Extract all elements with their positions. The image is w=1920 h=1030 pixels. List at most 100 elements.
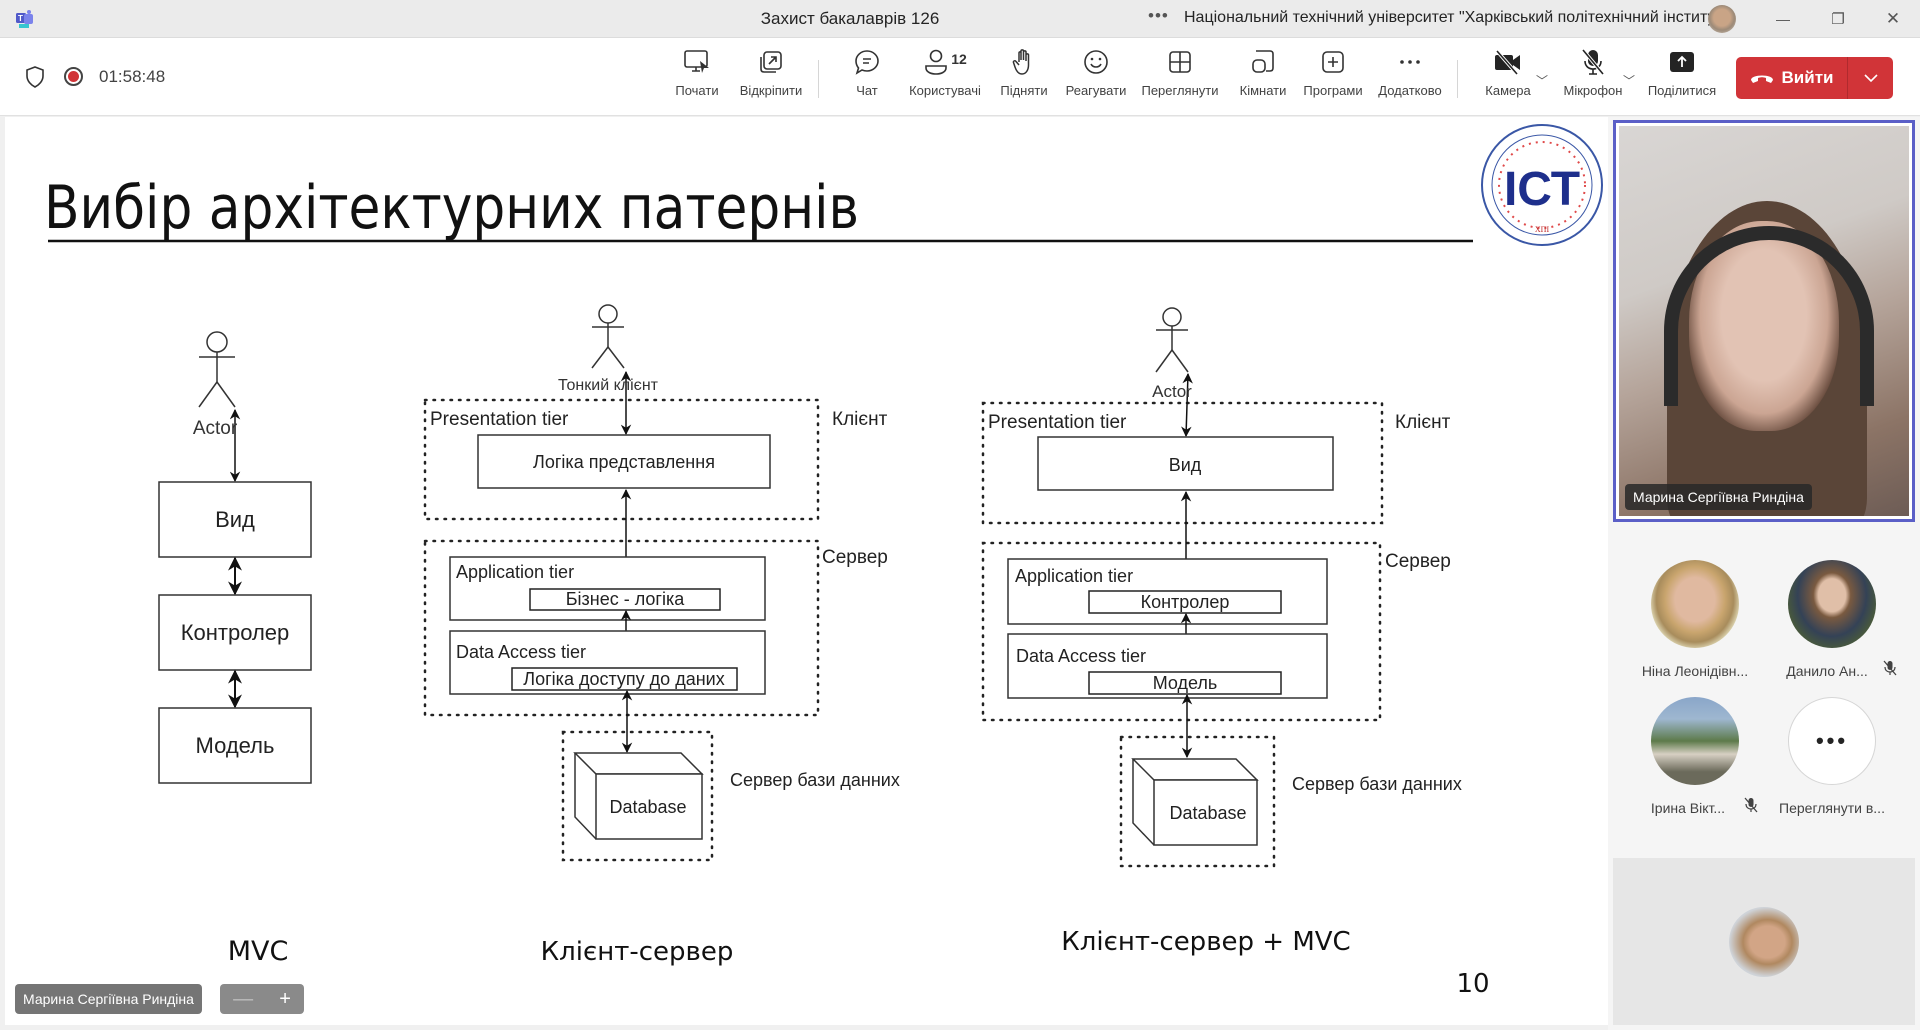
participant-tile[interactable]: Ніна Леонідівн... <box>1625 560 1765 679</box>
cs-database-label: Database <box>609 797 686 817</box>
account-avatar[interactable] <box>1708 5 1736 33</box>
csmvc-database-icon <box>1131 758 1259 846</box>
csmvc-actor-icon <box>1155 307 1189 373</box>
mvc-actor-label: Actor <box>193 418 238 439</box>
participant-name: Ірина Вікт... <box>1650 800 1726 816</box>
csmvc-database-label: Database <box>1169 803 1246 823</box>
toolbar-raise-hand-label: Підняти <box>1000 83 1048 98</box>
raise-hand-icon <box>1012 49 1030 75</box>
restore-icon: ❐ <box>1831 11 1845 28</box>
csmvc-controller-box: Контролер <box>1141 592 1230 612</box>
participant-tile[interactable]: Ірина Вікт... <box>1625 697 1765 816</box>
view-all-label: Переглянути в... <box>1779 800 1885 816</box>
pop-out-icon <box>760 51 782 73</box>
slide: Вибір архітектурних патернів ІСТ ХПІ <box>44 124 1603 999</box>
toolbar-view-label: Переглянути <box>1141 83 1219 98</box>
svg-text:T: T <box>18 14 23 23</box>
participant-tile[interactable]: Данило Ан... <box>1762 560 1902 679</box>
view-all-participants-button[interactable]: ••• Переглянути в... <box>1762 697 1902 816</box>
toolbar-react-button[interactable]: Реагувати <box>1063 46 1129 108</box>
toolbar-rooms-label: Кімнати <box>1239 83 1287 98</box>
department-logo: ІСТ ХПІ <box>1481 124 1603 246</box>
logo-text: ІСТ <box>1504 163 1580 216</box>
title-bar: T Захист бакалаврів 126 ••• Національний… <box>0 0 1920 38</box>
slide-title: Вибір архітектурних патернів <box>44 173 859 243</box>
toolbar-more-label: Додатково <box>1378 83 1442 98</box>
mic-options-chevron-icon[interactable]: ﹀ <box>1623 74 1636 88</box>
csmvc-presentation-tier-label: Presentation tier <box>988 412 1127 433</box>
meeting-toolbar: 01:58:48 Почати Відкріпити Чат 12 Корист… <box>0 38 1920 116</box>
self-avatar <box>1729 907 1799 977</box>
toolbar-view-button[interactable]: Переглянути <box>1138 46 1222 108</box>
organization-name[interactable]: Національний технічний університет "Харк… <box>1184 9 1729 26</box>
cs-presentation-tier-label: Presentation tier <box>430 409 569 430</box>
camera-options-chevron-icon[interactable]: ﹀ <box>1536 74 1549 88</box>
toolbar-chat-button[interactable]: Чат <box>845 46 889 108</box>
restore-button[interactable]: ❐ <box>1815 4 1861 34</box>
avatar <box>1651 697 1739 785</box>
toolbar-share-button[interactable]: Поділитися <box>1646 46 1718 108</box>
toolbar-people-button[interactable]: 12 Користувачі <box>905 46 985 108</box>
breakout-rooms-icon <box>1252 50 1274 73</box>
csmvc-application-tier-label: Application tier <box>1015 566 1133 586</box>
people-icon <box>925 49 948 75</box>
mic-off-icon <box>1581 48 1605 76</box>
cs-client-label: Клієнт <box>832 409 888 430</box>
mvc-view-box: Вид <box>215 507 255 532</box>
cs-application-tier-label: Application tier <box>456 562 574 582</box>
csmvc-db-server-label: Сервер бази данних <box>1292 774 1462 794</box>
leave-options-chevron-icon[interactable] <box>1848 57 1893 99</box>
active-speaker-video[interactable]: Марина Сергіївна Риндіна <box>1613 120 1915 522</box>
close-button[interactable]: ✕ <box>1870 4 1916 34</box>
toolbar-unpin-label: Відкріпити <box>739 83 803 98</box>
cs-server-label: Сервер <box>822 547 888 568</box>
window-title: Захист бакалаврів 126 <box>760 9 940 28</box>
cs-actor-icon <box>591 304 625 369</box>
mic-off-icon <box>1744 797 1758 813</box>
cs-database-icon <box>573 752 704 840</box>
toolbar-start-button[interactable]: Почати <box>672 46 722 108</box>
leave-label: Вийти <box>1781 68 1834 87</box>
hang-up-icon <box>1750 75 1773 83</box>
cs-application-box: Бізнес - логіка <box>566 589 686 609</box>
mvc-model-box: Модель <box>196 733 275 758</box>
toolbar-rooms-button[interactable]: Кімнати <box>1234 46 1292 108</box>
zoom-in-button[interactable]: + <box>279 987 291 1010</box>
toolbar-apps-label: Програми <box>1303 83 1363 98</box>
cs-presentation-box: Логіка представлення <box>533 452 715 472</box>
toolbar-mic-button[interactable]: Мікрофон <box>1560 46 1626 108</box>
toolbar-unpin-button[interactable]: Відкріпити <box>736 46 806 108</box>
csmvc-server-label: Сервер <box>1385 551 1451 572</box>
logo-bottom-text: ХПІ <box>1535 225 1550 234</box>
chat-icon <box>855 50 879 75</box>
more-icon: ••• <box>1788 697 1876 785</box>
client-server-mvc-diagram <box>981 307 1384 868</box>
zoom-controls: — + <box>220 984 304 1014</box>
toolbar-raise-hand-button[interactable]: Підняти <box>998 46 1050 108</box>
mvc-controller-box: Контролер <box>181 620 290 645</box>
more-options-icon[interactable]: ••• <box>1148 6 1169 25</box>
mic-off-icon <box>1883 660 1897 676</box>
participant-name: Ніна Леонідівн... <box>1641 663 1749 679</box>
grid-view-icon <box>1169 51 1191 73</box>
toolbar-camera-label: Камера <box>1485 83 1531 98</box>
shared-content-stage: Вибір архітектурних патернів ІСТ ХПІ <box>5 117 1608 1025</box>
toolbar-camera-button[interactable]: Камера <box>1480 46 1536 108</box>
presenter-name-chip: Марина Сергіївна Риндіна <box>15 984 202 1014</box>
csmvc-model-box: Модель <box>1153 673 1218 693</box>
share-icon <box>1670 52 1694 72</box>
smiley-icon <box>1084 50 1108 74</box>
add-app-icon <box>1322 51 1344 73</box>
participant-name: Данило Ан... <box>1786 663 1868 679</box>
shield-icon <box>26 66 44 88</box>
mvc-actor-icon <box>198 331 236 408</box>
toolbar-apps-button[interactable]: Програми <box>1300 46 1366 108</box>
cs-data-access-box: Логіка доступу до даних <box>523 669 724 689</box>
mvc-caption: MVC <box>228 936 289 967</box>
zoom-out-button[interactable]: — <box>233 987 254 1010</box>
toolbar-more-button[interactable]: Додатково <box>1374 46 1446 108</box>
mvc-diagram <box>158 331 312 784</box>
leave-meeting-button[interactable]: Вийти <box>1736 57 1893 99</box>
minimize-button[interactable]: — <box>1760 4 1806 34</box>
cs-caption: Клієнт-сервер <box>541 937 734 967</box>
